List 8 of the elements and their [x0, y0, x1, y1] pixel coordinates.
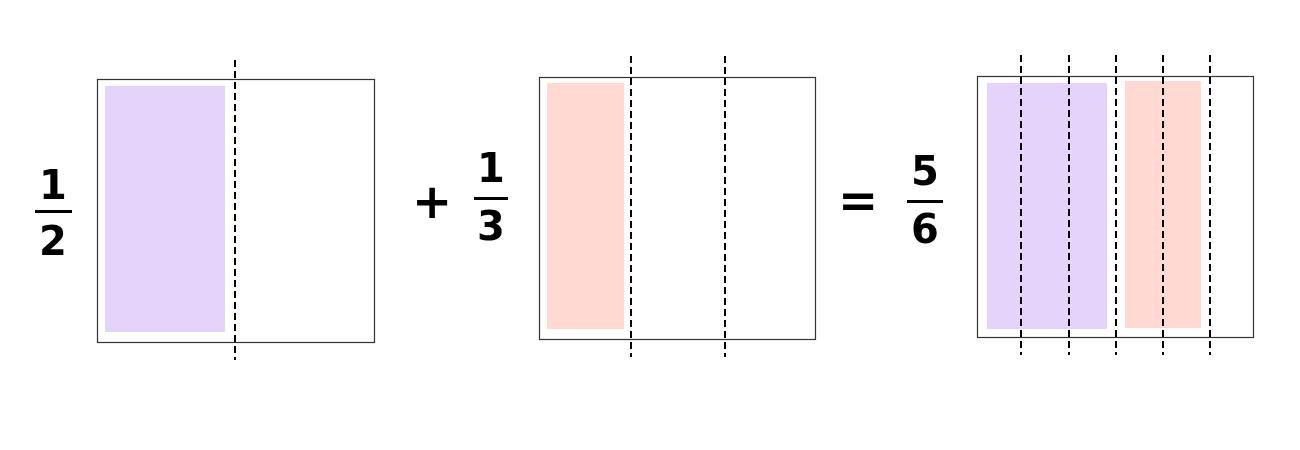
fraction-numerator: 1: [39, 165, 67, 205]
fraction-denominator: 2: [39, 221, 67, 261]
equals-sign: =: [837, 176, 879, 224]
plus-sign: +: [411, 177, 453, 225]
fraction-denominator: 3: [477, 206, 505, 246]
fraction-denominator: 6: [911, 209, 939, 249]
fraction-numerator: 1: [477, 148, 505, 188]
fraction-numerator: 5: [911, 151, 939, 191]
